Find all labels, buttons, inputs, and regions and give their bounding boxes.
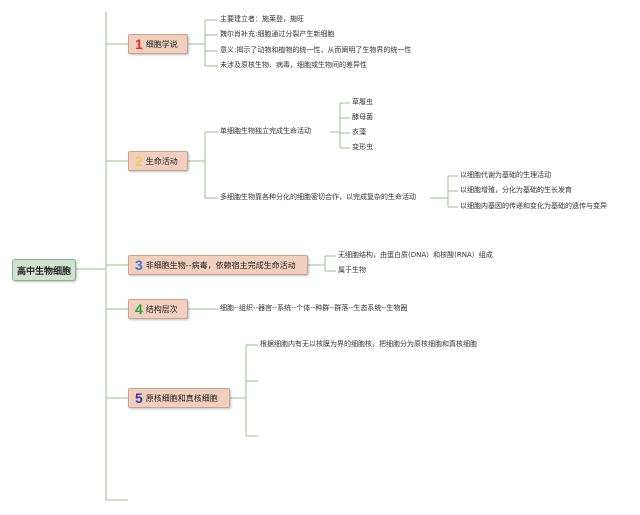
sub-topic-unicellular: 单细胞生物独立完成生命活动 [220, 127, 311, 135]
branch-label: 生命活动 [145, 156, 178, 166]
branch-cell-theory[interactable]: 1 细胞学说 [128, 34, 188, 54]
branch-number: 4 [135, 301, 143, 317]
branch-prokaryote-eukaryote[interactable]: 5 原核细胞和真核细胞 [128, 388, 230, 408]
leaf-item: 以细胞内基因的传递和变化为基础的遗传与变异 [460, 202, 607, 210]
leaf-item: 属于生物 [338, 266, 366, 274]
connector-b2-sub1-items [330, 102, 350, 149]
branch-structure-levels[interactable]: 4 结构层次 [128, 299, 188, 319]
leaf-item: 细胞--组织--器官--系统--个体--种群--群落--生态系统--生物圈 [220, 304, 408, 312]
leaf-item: 衣藻 [352, 128, 366, 136]
leaf-item: 根据细胞内有无以核膜为界的细胞核，把细胞分为原核细胞和真核细胞 [260, 340, 477, 348]
branch-life-activity[interactable]: 2 生命活动 [128, 151, 188, 171]
connector-b2-sub [188, 131, 218, 199]
connector-b1-items [188, 19, 218, 67]
leaf-item: 变形虫 [352, 143, 373, 151]
leaf-item: 意义:揭示了动物和植物的统一性，从而阐明了生物界的统一性 [220, 46, 412, 54]
branch-virus[interactable]: 3 非细胞生物--病毒，依赖宿主完成生命活动 [128, 255, 308, 275]
leaf-item: 酵母菌 [352, 113, 373, 121]
leaf-item: 魏尔肖补充:细胞通过分裂产生新细胞 [220, 30, 335, 38]
connector-b5-items [230, 344, 258, 437]
leaf-item: 草履虫 [352, 98, 373, 106]
root-node[interactable]: 高中生物细胞 [12, 259, 76, 281]
branch-label: 细胞学说 [145, 39, 178, 49]
sub-topic-multicellular: 多细胞生物靠各种分化的细胞密切合作，以完成复杂的生命活动 [220, 193, 416, 201]
leaf-item: 主要建立者：施莱登，施旺 [220, 15, 304, 23]
branch-label: 非细胞生物--病毒，依赖宿主完成生命活动 [145, 260, 296, 270]
branch-number: 5 [135, 390, 143, 406]
branch-number: 3 [135, 257, 143, 273]
branch-label: 结构层次 [145, 304, 178, 314]
leaf-item: 以细胞增殖，分化为基础的生长发育 [460, 186, 572, 194]
connector-trunk [105, 12, 128, 501]
connector-b2-sub2-items [430, 175, 458, 208]
connector-b3-items [308, 255, 336, 272]
leaf-item: 无细胞结构，由蛋白质(DNA）和核酸(RNA）组成 [338, 251, 493, 259]
branch-number: 1 [135, 36, 143, 52]
branch-label: 原核细胞和真核细胞 [145, 393, 218, 403]
leaf-item: 以细胞代谢为基础的生理活动 [460, 171, 551, 179]
leaf-item: 未涉及原核生物、病毒，细胞或生物间的差异性 [220, 61, 367, 69]
branch-number: 2 [135, 153, 143, 169]
